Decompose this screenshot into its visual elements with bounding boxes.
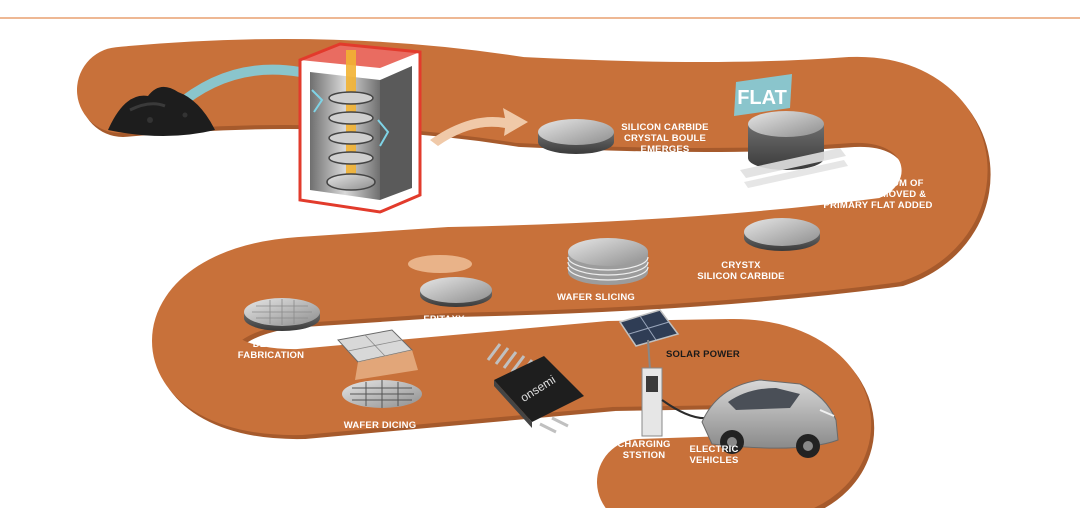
- label-slicing: WAFER SLICING: [557, 292, 635, 303]
- svg-text:STSTION: STSTION: [623, 450, 666, 461]
- svg-text:WAFER DICING: WAFER DICING: [344, 420, 417, 431]
- epitaxy-wafer-icon: [408, 255, 492, 307]
- label-flat: TOP & BOTTOM OF BOULE REMOVED & PRIMARY …: [823, 178, 932, 211]
- svg-text:TOP & BOTTOM OF: TOP & BOTTOM OF: [832, 178, 923, 189]
- label-packaging: DEVICE PACKAGING: [482, 433, 581, 444]
- svg-text:FABRICATION: FABRICATION: [238, 350, 304, 361]
- flat-boule-stack-icon: [740, 111, 848, 188]
- svg-text:IN HIGH TEMPERATURE: IN HIGH TEMPERATURE: [422, 169, 536, 180]
- svg-text:EPITAXY: EPITAXY: [423, 314, 465, 325]
- label-ev: ELECTRIC VEHICLES: [689, 444, 738, 466]
- diced-wafer-icon: [337, 329, 422, 408]
- svg-text:DEVICE: DEVICE: [253, 339, 290, 350]
- svg-text:VEHICLES: VEHICLES: [689, 455, 738, 466]
- boule-disc-icon: [538, 119, 614, 154]
- electric-car-icon: [701, 379, 839, 458]
- label-solar: SOLAR POWER: [666, 349, 740, 360]
- svg-text:PRIMARY FLAT ADDED: PRIMARY FLAT ADDED: [823, 200, 932, 211]
- svg-text:SILICON CARBIDE: SILICON CARBIDE: [697, 271, 784, 282]
- svg-text:ELECTRIC: ELECTRIC: [689, 444, 738, 455]
- svg-text:CRYSTX: CRYSTX: [721, 260, 761, 271]
- svg-text:DEVICE PACKAGING: DEVICE PACKAGING: [482, 433, 581, 444]
- label-growth: SiC CRYSTAL GROWS IN HIGH TEMPERATURE FU…: [422, 158, 536, 191]
- label-crystx: CRYSTX SILICON CARBIDE: [697, 260, 784, 282]
- svg-text:SILICON CARBIDE: SILICON CARBIDE: [621, 122, 708, 133]
- solar-panel-icon: [618, 309, 680, 371]
- svg-text:SOLAR POWER: SOLAR POWER: [666, 349, 740, 360]
- label-charging: CHARGING STSTION: [617, 439, 670, 461]
- wafer-stack-icon: [567, 238, 649, 285]
- svg-text:SILICON & CARBIDE: SILICON & CARBIDE: [163, 141, 260, 152]
- svg-text:THE FURNACE: THE FURNACE: [177, 163, 247, 174]
- process-arrow: [430, 108, 528, 146]
- svg-text:WAFER SLICING: WAFER SLICING: [557, 292, 635, 303]
- label-dicing: WAFER DICING: [344, 420, 417, 431]
- svg-text:POWERS PLACED INTO: POWERS PLACED INTO: [156, 152, 269, 163]
- powder-pile-icon: [108, 86, 215, 136]
- process-road: [77, 39, 991, 508]
- charging-station-icon: [641, 367, 709, 437]
- svg-text:BOULE REMOVED &: BOULE REMOVED &: [830, 189, 926, 200]
- flat-tag-text: FLAT: [737, 87, 787, 109]
- svg-text:SiC CRYSTAL GROWS: SiC CRYSTAL GROWS: [426, 158, 531, 169]
- crystx-wafer-icon: [744, 218, 820, 251]
- svg-text:FURNACE: FURNACE: [455, 180, 503, 191]
- label-powder: SILICON & CARBIDE POWERS PLACED INTO THE…: [156, 141, 269, 174]
- furnace-icon: [298, 42, 422, 214]
- svg-text:EMERGES: EMERGES: [641, 144, 690, 155]
- label-epitaxy: EPITAXY: [423, 314, 465, 325]
- label-boule: SILICON CARBIDE CRYSTAL BOULE EMERGES: [621, 122, 708, 155]
- packaged-chip-icon: onsemi: [486, 343, 584, 434]
- flat-tag-icon: FLAT: [734, 74, 792, 116]
- fabricated-wafer-icon: [244, 298, 320, 331]
- label-fabrication: DEVICE FABRICATION: [238, 339, 304, 361]
- svg-text:CHARGING: CHARGING: [617, 439, 670, 450]
- svg-text:CRYSTAL BOULE: CRYSTAL BOULE: [624, 133, 706, 144]
